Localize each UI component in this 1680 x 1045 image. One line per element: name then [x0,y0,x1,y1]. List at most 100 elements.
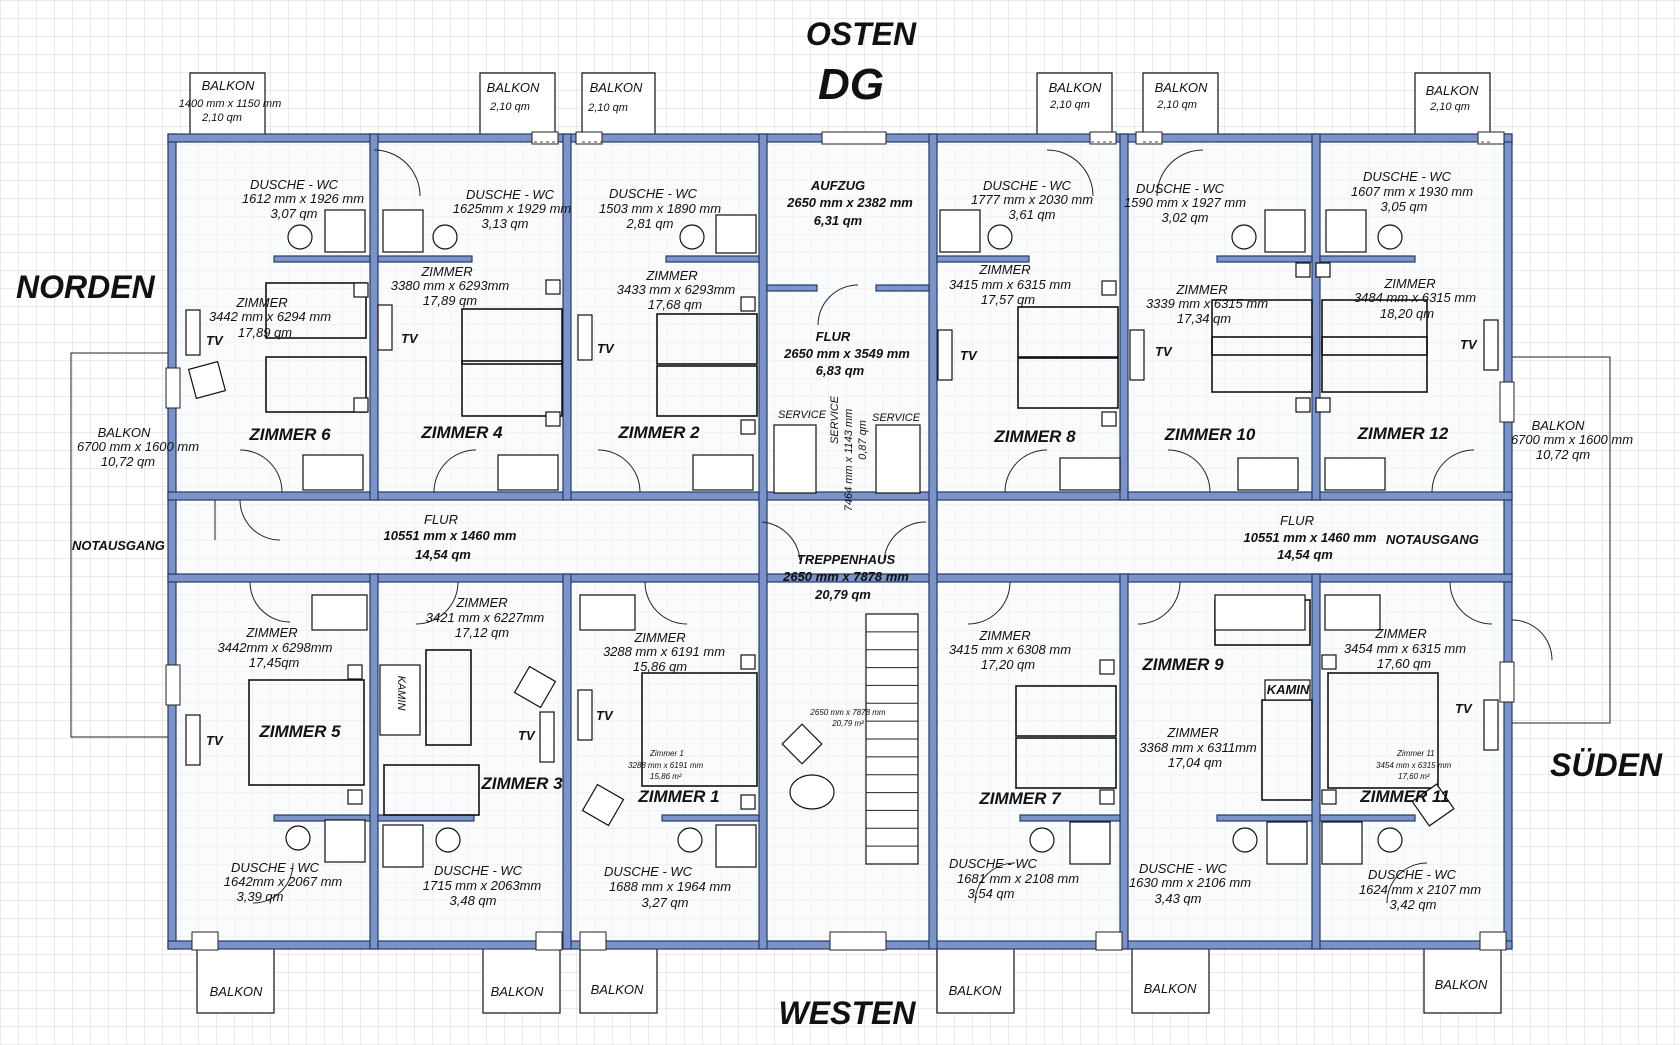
emergency-exit-west: NOTAUSGANG [72,538,165,553]
balcony-label: BALKON [491,984,544,999]
bath-9-area: 3,43 qm [1155,891,1202,906]
bath-6-area: 3,07 qm [271,206,318,221]
floor-label: DG [818,60,884,109]
room-1-dims: 3288 mm x 6191 mm [603,644,725,659]
room-4-dims: 3380 mm x 6293mm [391,278,510,293]
balcony-west-dims: 6700 mm x 1600 mm [77,439,199,454]
direction-west: WESTEN [779,995,917,1031]
service-dims: 7464 mm x 1143 mm [843,409,855,512]
corridor-right-title: FLUR [1280,513,1314,528]
room-9-title: ZIMMER [1166,725,1218,740]
balcony-label: BALKON [210,984,263,999]
room-10-dims: 3339 mm x 6315 mm [1146,296,1268,311]
tv-label: TV [960,348,978,363]
bath-5-dims: 1642mm x 2067 mm [224,874,343,889]
room-name-6: ZIMMER 6 [248,425,331,444]
bath-1-area: 3,27 qm [642,895,689,910]
bath-11-dims: 1624 mm x 2107 mm [1359,882,1481,897]
room-8-area: 17,57 qm [981,292,1035,307]
corridor-left-area: 14,54 qm [415,547,471,562]
room-name-8: ZIMMER 8 [993,427,1076,446]
balcony-label: BALKON [949,983,1002,998]
bath-12-area: 3,05 qm [1381,199,1428,214]
bath-fixtures [285,209,1403,868]
elevator-title: AUFZUG [810,178,865,193]
room-7-dims: 3415 mm x 6308 mm [949,642,1071,657]
room-1-note-dims: 3288 mm x 6191 mm [628,761,703,770]
stairwell-dims: 2650 mm x 7878 mm [782,569,909,584]
bath-2-area: 2,81 qm [626,216,674,231]
room-12-dims: 3484 mm x 6315 mm [1354,290,1476,305]
room-11-note-area: 17,60 m² [1398,772,1430,781]
balcony-label: BALKON [1426,83,1479,98]
room-name-11: ZIMMER 11 [1359,787,1449,806]
room-5-title: ZIMMER [245,625,297,640]
core-flur-title: FLUR [816,329,851,344]
room-11-note-dims: 3454 mm x 6315 mm [1376,761,1451,770]
room-name-5: ZIMMER 5 [258,722,341,741]
room-12-title: ZIMMER [1383,276,1435,291]
room-11-note-title: Zimmer 11 [1396,749,1435,758]
balcony-label: BALKON [487,80,540,95]
service-left-label: SERVICE [778,409,827,421]
service-right-label: SERVICE [872,412,921,424]
room-2-title: ZIMMER [645,268,697,283]
room-2-dims: 3433 mm x 6293mm [617,282,736,297]
fireplace-label: KAMIN [395,676,407,711]
bath-7-area: 3,54 qm [968,886,1015,901]
balcony-west-area: 10,72 qm [101,454,155,469]
stairwell-area: 20,79 qm [814,587,871,602]
bath-8-dims: 1777 mm x 2030 mm [971,192,1093,207]
tv-label: TV [1460,337,1478,352]
bath-10-title: DUSCHE - WC [1136,181,1225,196]
room-1-area: 15,86 qm [633,659,687,674]
room-name-4: ZIMMER 4 [420,423,503,442]
room-1-title: ZIMMER [633,630,685,645]
tv-label: TV [1455,701,1473,716]
bath-11-title: DUSCHE - WC [1368,867,1457,882]
furniture-misc [185,262,1499,827]
tv-label: TV [596,708,614,723]
bath-8-area: 3,61 qm [1009,207,1056,222]
room-11-dims: 3454 mm x 6315 mm [1344,641,1466,656]
room-8-dims: 3415 mm x 6315 mm [949,277,1071,292]
stair-note-area: 20,79 m² [831,719,864,728]
bath-2-title: DUSCHE - WC [609,186,698,201]
room-9-dims: 3368 mm x 6311mm [1139,740,1257,755]
bath-6-title: DUSCHE - WC [250,177,339,192]
room-3-area: 17,12 qm [455,625,509,640]
balcony-label: BALKON [202,78,255,93]
room-4-area: 17,89 qm [423,293,477,308]
room-8-title: ZIMMER [978,262,1030,277]
building-interior [168,136,1512,948]
service-vertical-label: SERVICE [829,395,841,444]
bath-6-dims: 1612 mm x 1926 mm [242,191,364,206]
bath-2-dims: 1503 mm x 1890 mm [599,201,721,216]
room-name-12: ZIMMER 12 [1357,424,1449,443]
core-flur-area: 6,83 qm [816,363,865,378]
elevator-area: 6,31 qm [814,213,863,228]
bath-12-dims: 1607 mm x 1930 mm [1351,184,1473,199]
bath-12-title: DUSCHE - WC [1363,169,1452,184]
bath-11-area: 3,42 qm [1390,897,1437,912]
bath-5-area: 3,39 qm [237,889,284,904]
room-12-area: 18,20 qm [1380,306,1434,321]
bath-1-title: DUSCHE - WC [604,864,693,879]
balcony-label: BALKON [590,80,643,95]
bath-7-dims: 1681 mm x 2108 mm [957,871,1079,886]
balcony-east-area: 10,72 qm [1536,447,1590,462]
bath-10-area: 3,02 qm [1162,210,1209,225]
balcony-label: BALKON [1532,418,1585,433]
room-3-title: ZIMMER [455,595,507,610]
bath-9-title: DUSCHE - WC [1139,861,1228,876]
corridor-left-dims: 10551 mm x 1460 mm [384,528,517,543]
tv-label: TV [206,733,224,748]
balcony-area: 2,10 qm [201,112,242,124]
stairwell-title: TREPPENHAUS [797,552,896,567]
room-1-note-area: 15,86 m² [650,772,682,781]
room-10-area: 17,34 qm [1177,311,1231,326]
direction-east: OSTEN [806,16,917,52]
balconies-bottom [196,947,1502,1014]
windows [165,131,1515,951]
bath-3-title: DUSCHE - WC [434,863,523,878]
